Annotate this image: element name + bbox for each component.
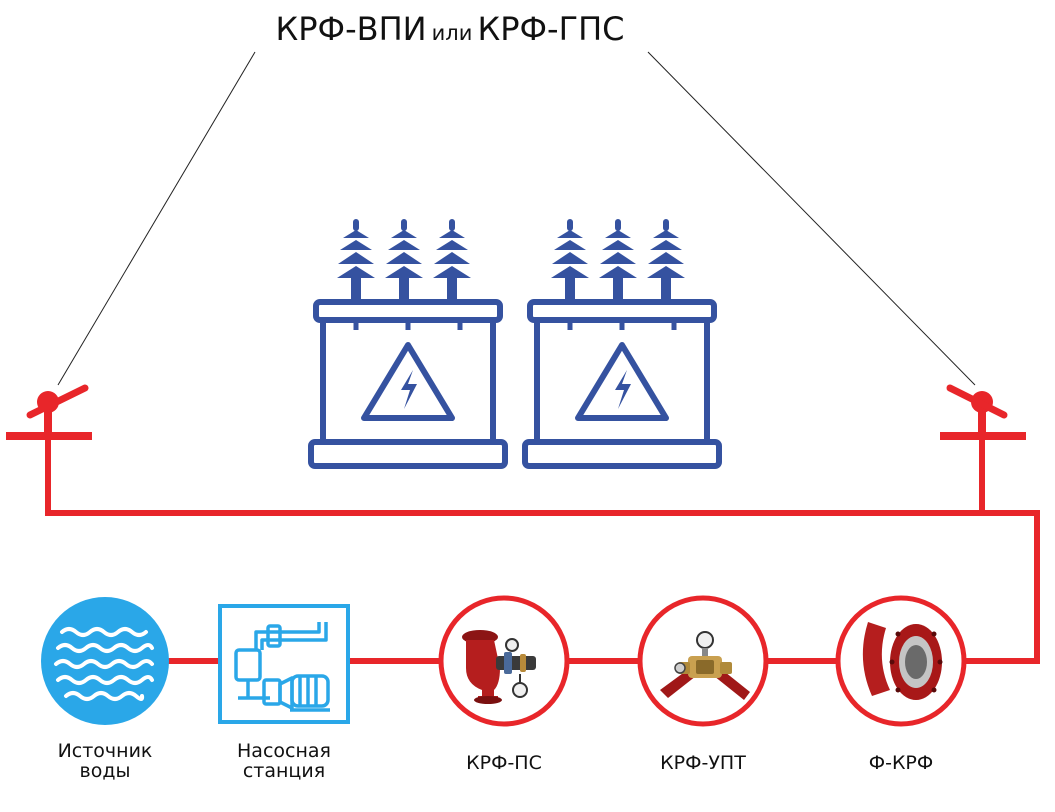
pump-station-node [218,604,350,724]
label-pump-station: Насосная станция [224,741,344,781]
title-part1: КРФ-ВПИ [275,10,427,48]
valve-icon [462,630,536,704]
leader-line-right [647,51,976,386]
label-water-source: Источник воды [45,741,165,781]
pump-icon [234,622,330,712]
title-part2: КРФ-ГПС [477,10,625,48]
label-line: КРФ-ПС [466,752,542,774]
krf-upt-node [637,595,769,727]
hydrant-icon [940,384,1026,440]
label-krf-ps: КРФ-ПС [444,753,564,773]
diagram-title: КРФ-ВПИ или КРФ-ГПС [0,10,900,48]
f-krf-node [835,595,967,727]
valve-icon [862,622,943,700]
label-line: станция [242,760,326,782]
label-krf-upt: КРФ-УПТ [643,753,763,773]
label-line: КРФ-УПТ [660,752,746,774]
label-line: Ф-КРФ [868,752,934,774]
valve-icon [660,631,750,700]
transformer-icon [525,222,719,466]
water-waves-icon [54,627,154,701]
title-connector: или [431,21,473,45]
transformer-icon [311,222,505,466]
krf-ps-node [438,595,570,727]
water-source-node [41,597,169,725]
label-line: Источник [57,740,153,762]
label-line: воды [79,760,131,782]
label-line: Насосная [237,740,331,762]
hydrant-icon [6,384,92,440]
label-f-krf: Ф-КРФ [841,753,961,773]
leader-line-left [57,51,256,386]
